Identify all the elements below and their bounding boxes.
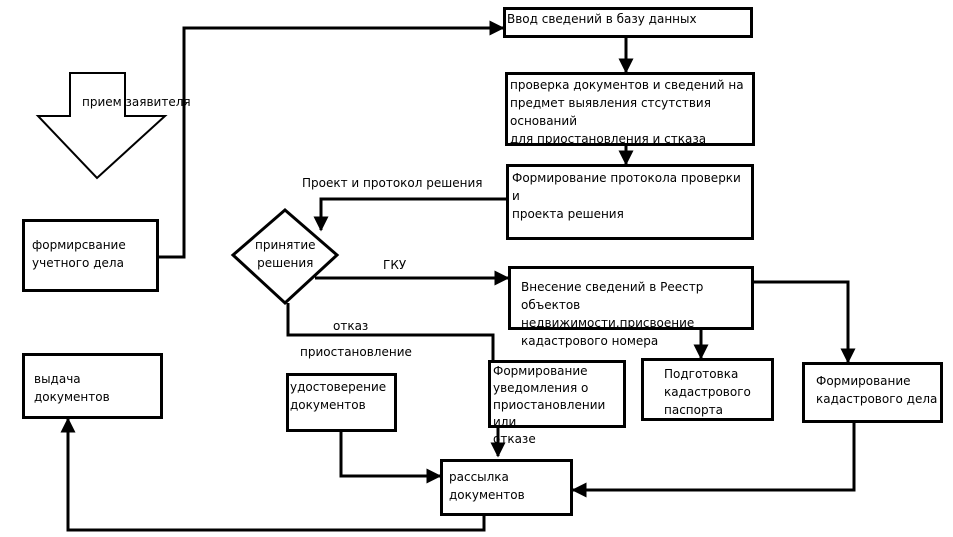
node-proverka: проверка документов и сведений на предме… bbox=[505, 72, 755, 146]
connector-kaddelo-to-rassylka bbox=[571, 422, 856, 498]
node-formirovanie-ucheta-text: формирсвание учетного дела bbox=[32, 238, 126, 270]
node-reshenie-text: принятие решения bbox=[255, 238, 316, 270]
node-protokol: Формирование протокола проверки и проект… bbox=[506, 164, 754, 240]
node-kad-delo: Формирование кадастрового дела bbox=[802, 362, 943, 423]
node-udostoverenie: удостоверение документов bbox=[286, 373, 397, 432]
node-protokol-text: Формирование протокола проверки и проект… bbox=[512, 171, 741, 221]
edge-label-otkaz: отказ bbox=[333, 319, 369, 333]
node-podgotovka: Подготовка кадастрового паспорта bbox=[641, 358, 774, 421]
node-vnesenie-text: Внесение сведений в Реестр объектов недв… bbox=[521, 280, 704, 348]
node-vvod: Ввод сведений в базу данных bbox=[503, 7, 753, 38]
node-uvedomlenie-text: Формирование уведомления о приостановлен… bbox=[493, 364, 606, 446]
node-udostoverenie-text: удостоверение документов bbox=[290, 380, 387, 412]
node-proverka-text: проверка документов и сведений на предме… bbox=[510, 78, 744, 146]
connector-ucheta-to-vvod bbox=[158, 20, 505, 259]
node-uvedomlenie: Формирование уведомления о приостановлен… bbox=[488, 360, 626, 446]
node-podgotovka-text: Подготовка кадастрового паспорта bbox=[664, 367, 751, 417]
start-label: прием заявителя bbox=[82, 95, 191, 109]
node-formirovanie-ucheta: формирсвание учетного дела bbox=[22, 219, 159, 292]
connector-udostoverenie-to-rassylka bbox=[339, 431, 442, 484]
decision-diamond-shape bbox=[230, 208, 340, 306]
node-kad-delo-text: Формирование кадастрового дела bbox=[816, 374, 938, 406]
connector-reshenie-to-uvedomlenie bbox=[286, 303, 495, 360]
start-arrow-shape bbox=[35, 72, 168, 180]
connector-protokol-to-reshenie bbox=[313, 197, 506, 232]
node-vvod-text: Ввод сведений в базу данных bbox=[507, 12, 697, 26]
node-vydacha-text: выдача документов bbox=[34, 372, 110, 404]
edge-label-proekt: Проект и протокол решения bbox=[302, 176, 483, 190]
node-rassylka: рассылка документов bbox=[440, 459, 573, 516]
node-rassylka-text: рассылка документов bbox=[449, 470, 525, 502]
node-vnesenie: Внесение сведений в Реестр объектов недв… bbox=[508, 266, 754, 348]
edge-label-priostanovlenie: приостановление bbox=[300, 345, 412, 359]
node-vydacha: выдача документов bbox=[22, 353, 163, 419]
connector-rassylka-to-vydacha bbox=[60, 417, 486, 532]
edge-label-gku: ГКУ bbox=[383, 258, 407, 272]
connector-vnesenie-to-kaddelo bbox=[752, 280, 856, 364]
